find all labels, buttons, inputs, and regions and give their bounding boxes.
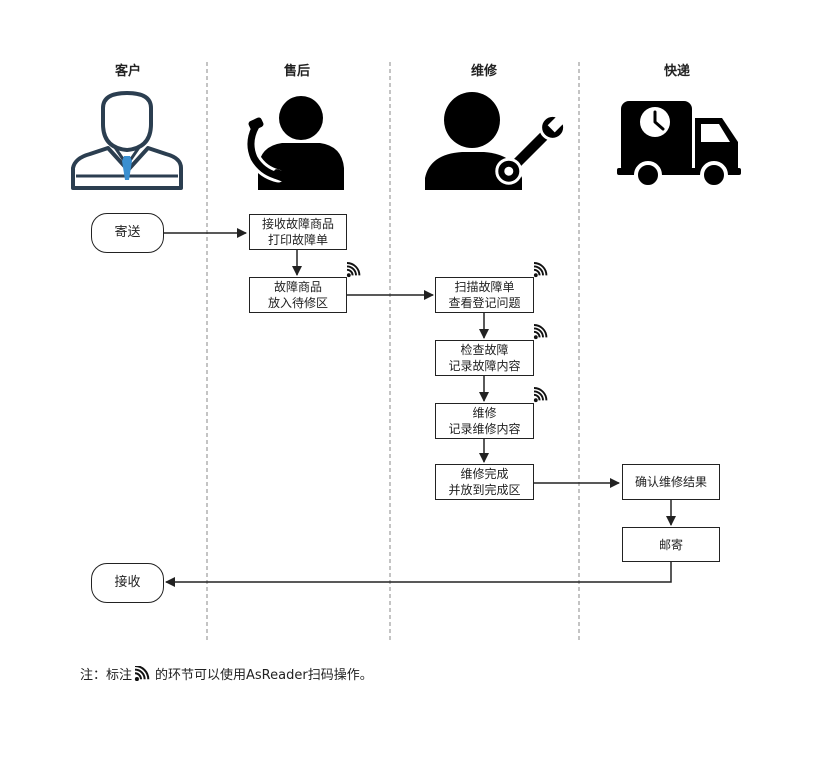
node-line: 记录故障内容	[448, 359, 521, 373]
phone-support-icon	[244, 96, 344, 190]
node-confirm-result: 确认维修结果	[622, 464, 720, 500]
arrow-mail-to-receive	[165, 562, 672, 587]
delivery-truck-icon	[617, 101, 741, 189]
rfid-signal-icon	[134, 666, 150, 681]
node-line: 确认维修结果	[634, 475, 707, 489]
footnote-suffix: 的环节可以使用AsReader扫码操作。	[155, 668, 373, 683]
lane-title-repair: 维修	[470, 64, 497, 79]
rfid-signal-icon	[532, 262, 548, 279]
node-line: 故障商品	[273, 280, 322, 294]
node-line: 放入待修区	[267, 296, 328, 310]
node-line: 记录维修内容	[448, 422, 521, 436]
node-line: 并放到完成区	[448, 483, 521, 497]
footnote: 注：标注 的环节可以使用AsReader扫码操作。	[80, 664, 373, 683]
node-line: 维修	[472, 406, 497, 420]
node-receive-goods: 接收故障商品 打印故障单	[249, 214, 347, 250]
customer-icon	[71, 90, 183, 190]
node-place-pending: 故障商品 放入待修区	[249, 277, 347, 313]
node-repair: 维修 记录维修内容	[435, 403, 534, 439]
node-repair-done: 维修完成 并放到完成区	[435, 464, 534, 500]
node-line: 检查故障	[460, 343, 509, 357]
rfid-signal-icon	[532, 324, 548, 341]
node-receive: 接收	[91, 563, 164, 603]
rfid-signal-icon	[345, 262, 361, 279]
node-scan-order: 扫描故障单 查看登记问题	[435, 277, 534, 313]
lane-title-customer: 客户	[114, 64, 141, 79]
lane-title-express: 快递	[663, 64, 690, 79]
node-send: 寄送	[91, 213, 164, 253]
rfid-signal-icon	[532, 387, 548, 404]
node-line: 打印故障单	[267, 233, 328, 247]
node-receive-text: 接收	[114, 575, 141, 590]
node-line: 查看登记问题	[448, 296, 521, 310]
node-mail: 邮寄	[622, 527, 720, 562]
repair-technician-icon	[425, 92, 567, 190]
node-line: 接收故障商品	[261, 217, 334, 231]
node-line: 邮寄	[658, 537, 683, 552]
node-line: 维修完成	[460, 467, 509, 481]
node-line: 扫描故障单	[454, 280, 515, 294]
node-inspect: 检查故障 记录故障内容	[435, 340, 534, 376]
node-send-text: 寄送	[114, 225, 141, 240]
lane-title-after-sales: 售后	[283, 64, 310, 79]
footnote-prefix: 注：标注	[80, 668, 133, 683]
